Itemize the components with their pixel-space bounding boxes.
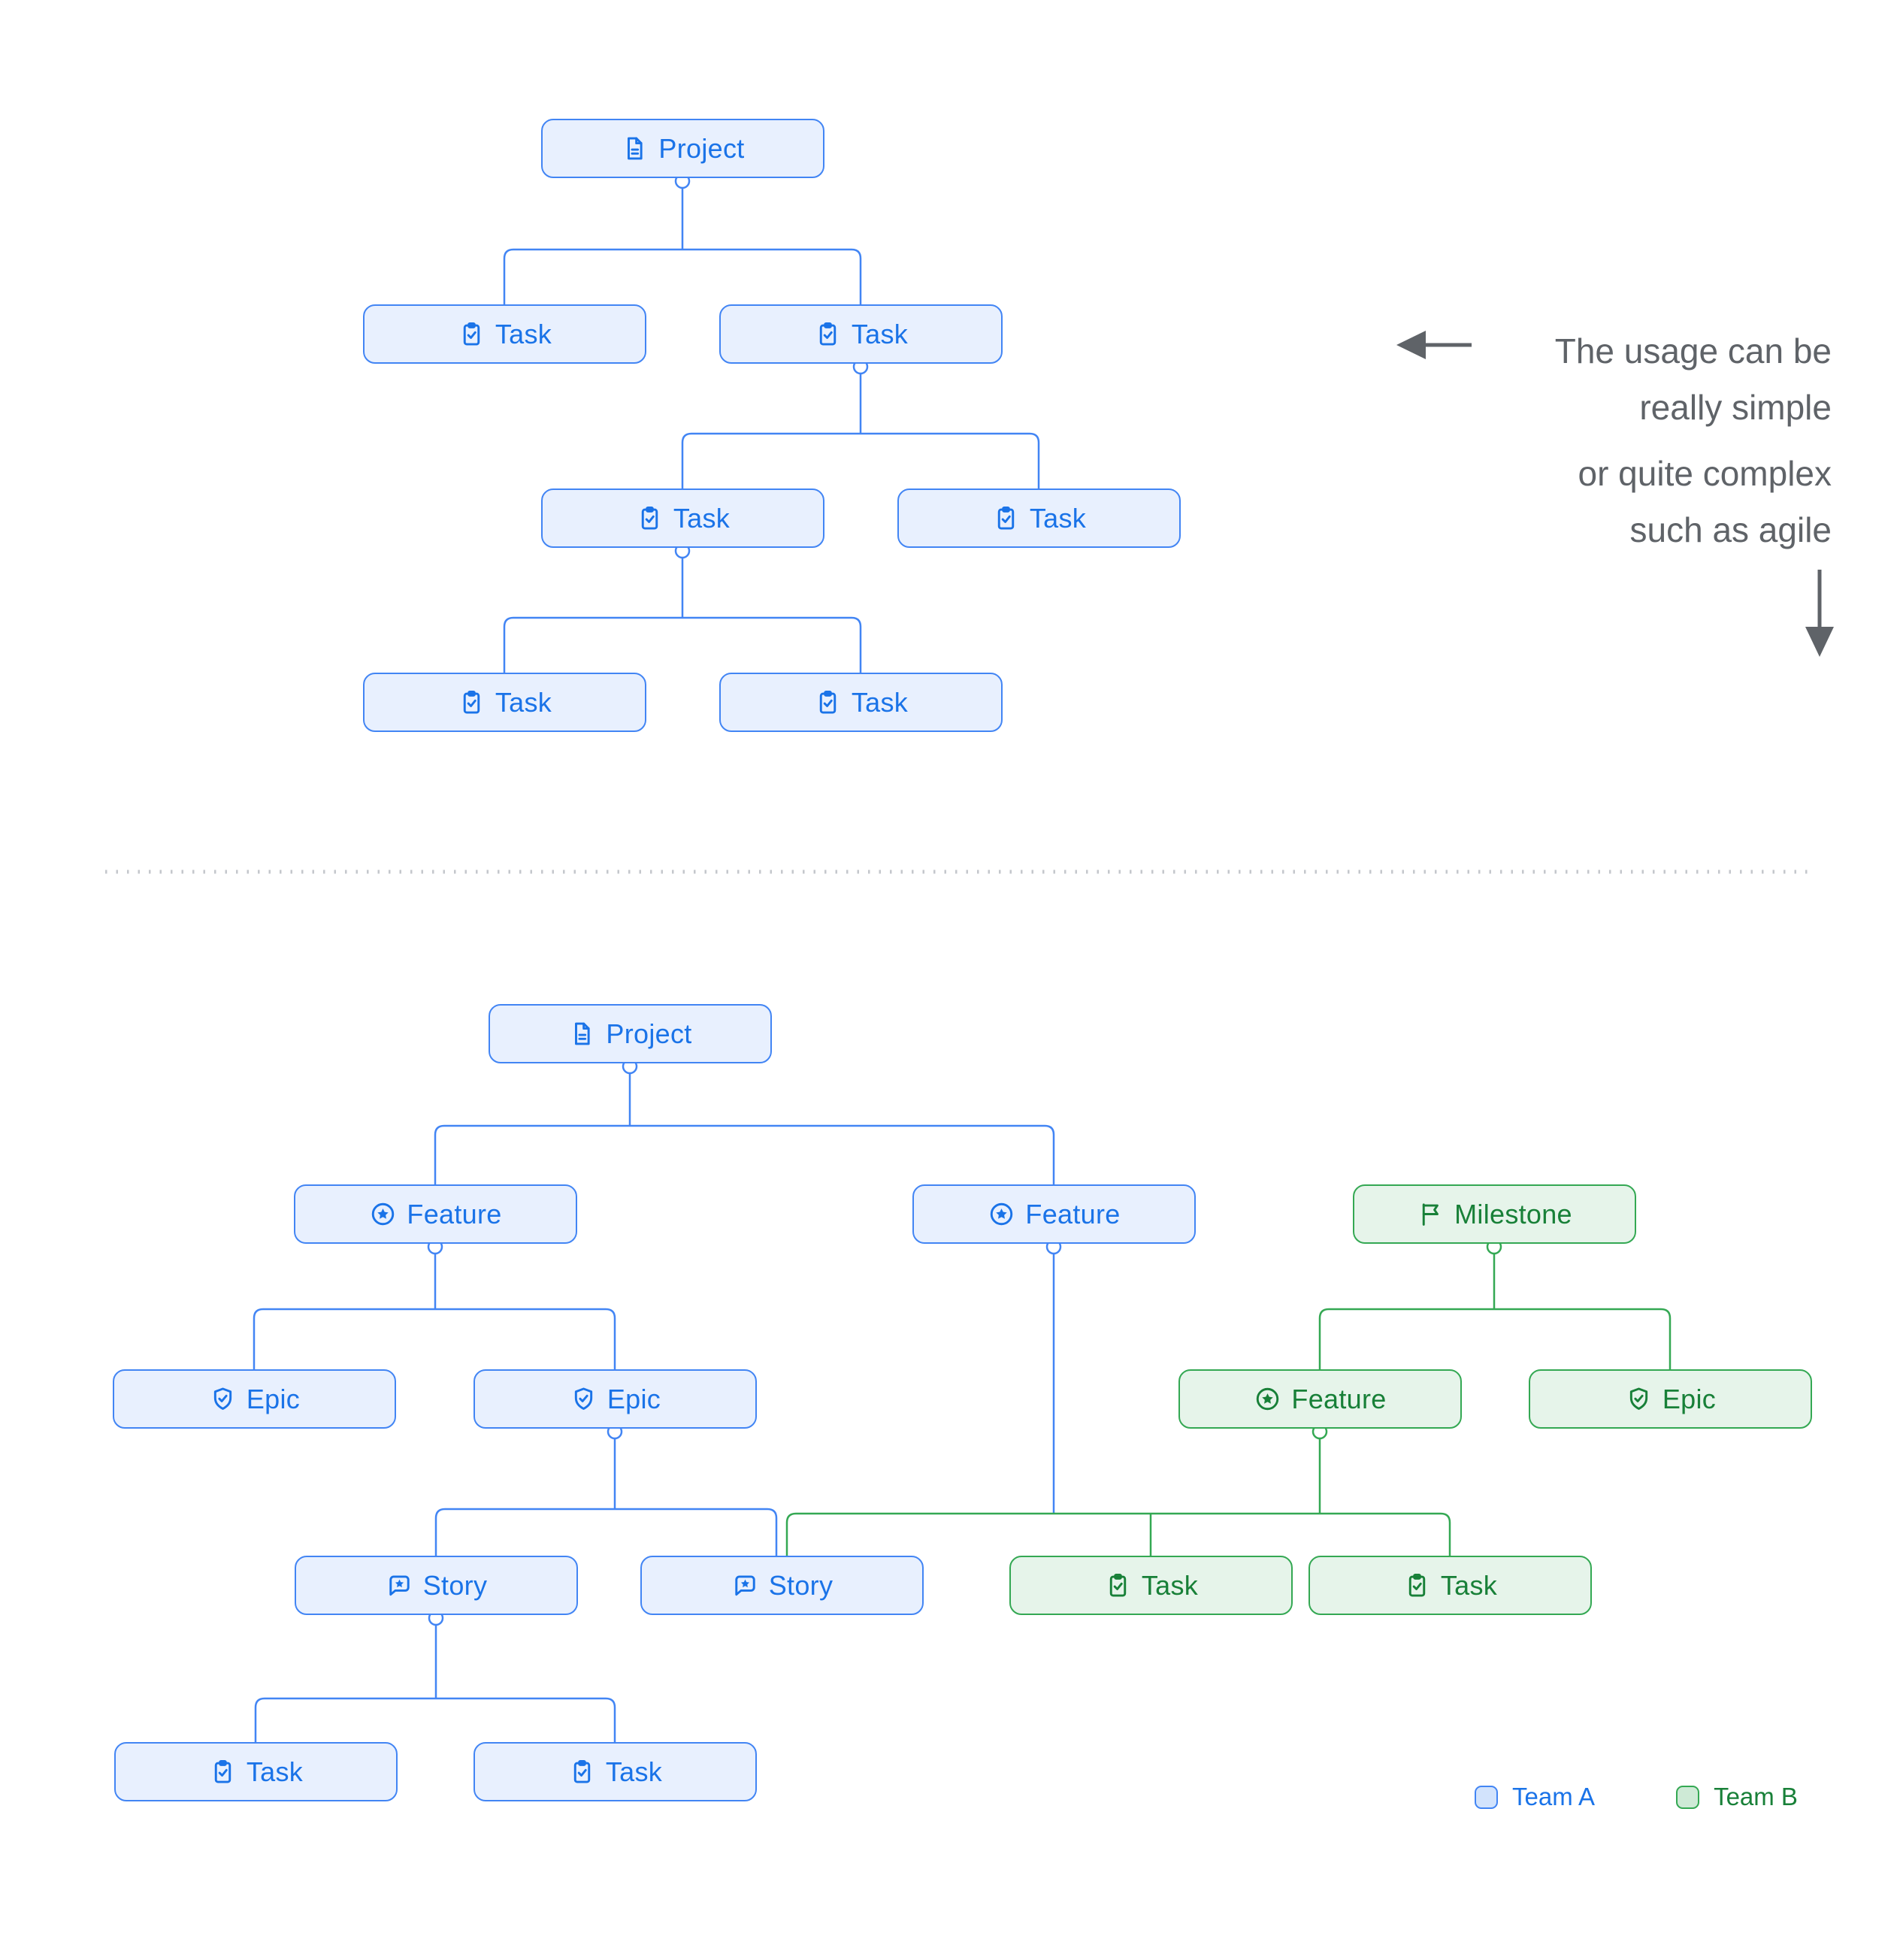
node-epic-blue-1: Epic [113,1369,396,1429]
node-label: Task [1440,1569,1498,1601]
feature-star-icon [1254,1385,1281,1413]
node-project-simple: Project [541,119,824,178]
node-task-green-1: Task [1009,1556,1293,1615]
node-feature-blue-1: Feature [294,1184,577,1244]
node-task-green-2: Task [1309,1556,1592,1615]
epic-shield-icon [570,1385,598,1413]
legend: Team A Team B [1475,1783,1798,1811]
node-story-1: Story [295,1556,578,1615]
node-label: Project [658,132,745,164]
down-arrow-icon [1805,570,1834,657]
milestone-flag-icon [1417,1200,1445,1228]
task-check-icon [1104,1571,1132,1599]
node-feature-green: Feature [1178,1369,1462,1429]
node-label: Milestone [1454,1198,1572,1230]
feature-star-icon [988,1200,1015,1228]
node-label: Task [851,686,909,718]
node-label: Feature [1025,1198,1121,1230]
task-check-icon [814,688,842,716]
task-check-icon [636,504,664,532]
task-check-icon [1403,1571,1431,1599]
node-task-simple-6: Task [719,673,1003,732]
node-task-simple-1: Task [363,304,646,364]
node-label: Task [495,318,552,349]
node-task-simple-4: Task [897,488,1181,548]
annotation-line: really simple [1639,388,1832,427]
node-feature-blue-2: Feature [912,1184,1196,1244]
task-check-icon [209,1758,237,1786]
node-label: Feature [1291,1383,1387,1414]
annotation-text: The usage can be really simple or quite … [1555,323,1832,558]
node-label: Task [605,1756,663,1787]
document-icon [621,135,649,162]
task-check-icon [458,320,486,348]
node-label: Feature [407,1198,502,1230]
feature-star-icon [369,1200,397,1228]
epic-shield-icon [1625,1385,1653,1413]
node-label: Project [606,1018,692,1049]
node-label: Task [1029,502,1087,534]
team-b-label: Team B [1714,1783,1798,1810]
node-task-blue-1: Task [114,1742,398,1801]
document-icon [568,1020,596,1048]
node-label: Task [851,318,909,349]
annotation-line: or quite complex [1578,454,1832,493]
node-label: Epic [246,1383,301,1414]
node-label: Story [422,1569,488,1601]
node-label: Task [246,1756,304,1787]
team-a-label: Team A [1512,1783,1596,1810]
task-check-icon [814,320,842,348]
node-label: Task [1141,1569,1199,1601]
node-task-simple-2: Task [719,304,1003,364]
node-label: Epic [1662,1383,1717,1414]
node-task-simple-3: Task [541,488,824,548]
task-check-icon [992,504,1020,532]
epic-shield-icon [209,1385,237,1413]
annotation-line: such as agile [1629,510,1832,549]
node-label: Task [495,686,552,718]
node-task-blue-2: Task [473,1742,757,1801]
team-a-swatch [1475,1785,1498,1809]
story-bubble-icon [386,1571,413,1599]
node-epic-green: Epic [1529,1369,1812,1429]
node-label: Epic [607,1383,661,1414]
annotation-line: The usage can be [1554,331,1832,371]
node-story-2: Story [640,1556,924,1615]
story-bubble-icon [731,1571,759,1599]
node-project-complex: Project [489,1004,772,1063]
task-check-icon [458,688,486,716]
task-check-icon [568,1758,596,1786]
node-label: Task [673,502,731,534]
team-b-swatch [1676,1785,1700,1809]
left-arrow-icon [1396,331,1472,359]
node-milestone: Milestone [1353,1184,1636,1244]
node-label: Story [768,1569,834,1601]
node-epic-blue-2: Epic [473,1369,757,1429]
node-task-simple-5: Task [363,673,646,732]
